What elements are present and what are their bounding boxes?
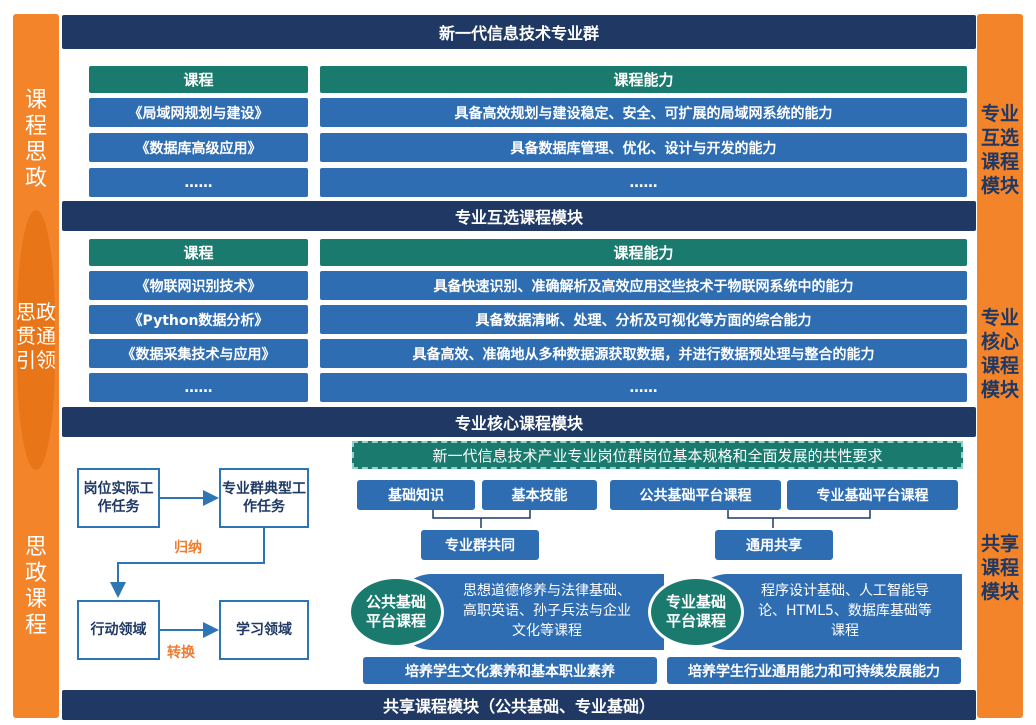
left-orange-ellipse [17, 210, 55, 470]
label-elective-module: 专业互选课程模块 [980, 103, 1019, 197]
right-orange-column [977, 14, 1023, 718]
action-field-box: 行动领域 [77, 600, 160, 660]
top-title-bar: 新一代信息技术专业群 [62, 15, 976, 49]
public-platform-desc: 思想道德修养与法律基础、高职英语、孙子兵法与企业文化等课程 [463, 583, 631, 639]
transform-label: 转换 [167, 645, 195, 661]
general-shared-pill: 通用共享 [715, 530, 833, 560]
label-core-module: 专业核心课程模块 [980, 307, 1019, 401]
label-ideology-course: 思政课程 [24, 535, 47, 638]
professional-platform-circle: 专业基础平台课程 [648, 576, 744, 648]
group-common-pill: 专业群共同 [421, 530, 539, 560]
learning-field-box: 学习领域 [219, 600, 309, 660]
elective-course-cell: 《局域网规划与建设》 [89, 98, 308, 127]
core-course-cell: 《Python数据分析》 [89, 305, 308, 334]
core-footer-bar: 专业核心课程模块 [62, 407, 976, 437]
elective-header-course: 课程 [89, 66, 308, 93]
shared-footer-bar: 共享课程模块（公共基础、专业基础） [62, 690, 976, 720]
core-ability-cell: …… [320, 373, 967, 402]
elective-course-cell: 《数据库高级应用》 [89, 133, 308, 162]
shared-requirement-banner: 新一代信息技术产业专业岗位群岗位基本规格和全面发展的共性要求 [352, 441, 963, 469]
core-ability-cell: 具备高效、准确地从多种数据源获取数据，并进行数据预处理与整合的能力 [320, 339, 967, 368]
core-header-course: 课程 [89, 239, 308, 266]
elective-ability-cell: 具备数据库管理、优化、设计与开发的能力 [320, 133, 967, 162]
elective-ability-cell: 具备高效规划与建设稳定、安全、可扩展的局域网系统的能力 [320, 98, 967, 127]
arrow-down [110, 528, 265, 598]
public-goal-bar: 培养学生文化素养和基本职业素养 [363, 657, 657, 684]
job-tasks-box: 岗位实际工作任务 [77, 468, 160, 528]
core-ability-cell: 具备数据清晰、处理、分析及可视化等方面的综合能力 [320, 305, 967, 334]
professional-platform-desc: 程序设计基础、人工智能导论、HTML5、数据库基础等课程 [758, 583, 932, 639]
label-shared-module: 共享课程模块 [980, 533, 1019, 603]
public-platform-pill: 公共基础平台课程 [610, 480, 781, 510]
label-course-ideology: 课程思政 [24, 88, 47, 191]
elective-footer-bar: 专业互选课程模块 [62, 201, 976, 231]
brace-group-common [432, 510, 531, 528]
label-ideology-guide: 思政贯通引领 [16, 300, 56, 372]
core-course-cell: 《物联网识别技术》 [89, 271, 308, 300]
elective-header-ability: 课程能力 [320, 66, 967, 93]
public-platform-circle: 公共基础平台课程 [348, 576, 444, 648]
induce-label: 归纳 [174, 540, 202, 556]
basic-skills-pill: 基本技能 [482, 480, 597, 510]
core-header-ability: 课程能力 [320, 239, 967, 266]
elective-ability-cell: …… [320, 168, 967, 197]
professional-goal-bar: 培养学生行业通用能力和可持续发展能力 [667, 657, 961, 684]
brace-general-shared [727, 510, 871, 528]
basic-knowledge-pill: 基础知识 [357, 480, 475, 510]
typical-tasks-box: 专业群典型工作任务 [219, 468, 309, 528]
core-course-cell: 《数据采集技术与应用》 [89, 339, 308, 368]
elective-course-cell: …… [89, 168, 308, 197]
core-ability-cell: 具备快速识别、准确解析及高效应用这些技术于物联网系统中的能力 [320, 271, 967, 300]
core-course-cell: …… [89, 373, 308, 402]
professional-platform-pill: 专业基础平台课程 [787, 480, 958, 510]
